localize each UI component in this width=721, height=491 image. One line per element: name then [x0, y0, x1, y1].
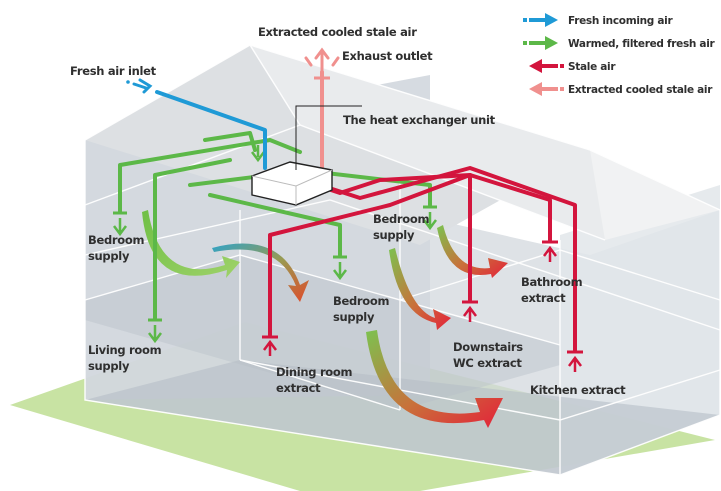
- heat-exchanger-unit: [251, 161, 333, 206]
- airflow-arrows: [142, 210, 508, 428]
- arrow-left-icon: [529, 82, 564, 96]
- label-kitchen-extract: Kitchen extract: [530, 383, 626, 397]
- duct-fresh-air-inlet: [155, 90, 267, 170]
- legend-label: Extracted cooled stale air: [568, 84, 713, 96]
- legend-label: Fresh incoming air: [568, 15, 673, 27]
- duct-supply-main: [118, 138, 302, 214]
- heat-exchanger-leader-line: [295, 105, 362, 170]
- airflow-arrow-landing-curve: [212, 243, 309, 302]
- label-extracted-cooled-stale-air: Extracted cooled stale air: [258, 25, 417, 39]
- arrow-right-icon: [523, 36, 558, 50]
- legend-label: Stale air: [568, 61, 616, 73]
- legend-label: Warmed, filtered fresh air: [568, 38, 716, 50]
- labels: Extracted cooled stale air Exhaust outle…: [70, 25, 626, 397]
- arrow-left-icon: [529, 59, 564, 73]
- airflow-arrow-ground-to-kitchen: [366, 330, 503, 428]
- legend-item: Fresh incoming air: [523, 13, 674, 27]
- legend-item: Warmed, filtered fresh air: [523, 36, 716, 50]
- extract-terminals: [262, 240, 583, 372]
- fresh-air-inlet-arrow-icon: [132, 78, 153, 94]
- house-structure: [84, 44, 721, 476]
- label-exhaust-outlet: Exhaust outlet: [342, 49, 433, 63]
- legend-item: Extracted cooled stale air: [529, 82, 714, 96]
- supply-terminals: [113, 145, 437, 344]
- label-fresh-air-inlet: Fresh air inlet: [70, 64, 157, 78]
- arrow-right-icon: [523, 13, 558, 27]
- legend-item: Stale air: [529, 59, 617, 73]
- exhaust-arrows-icon: [304, 47, 340, 72]
- airflow-arrow-bedroom-to-wc: [389, 248, 451, 330]
- airflow-arrow-bedroom-to-bathroom: [437, 225, 508, 278]
- label-heat-exchanger: The heat exchanger unit: [343, 113, 496, 127]
- airflow-arrow-bedroom-to-landing: [142, 210, 240, 278]
